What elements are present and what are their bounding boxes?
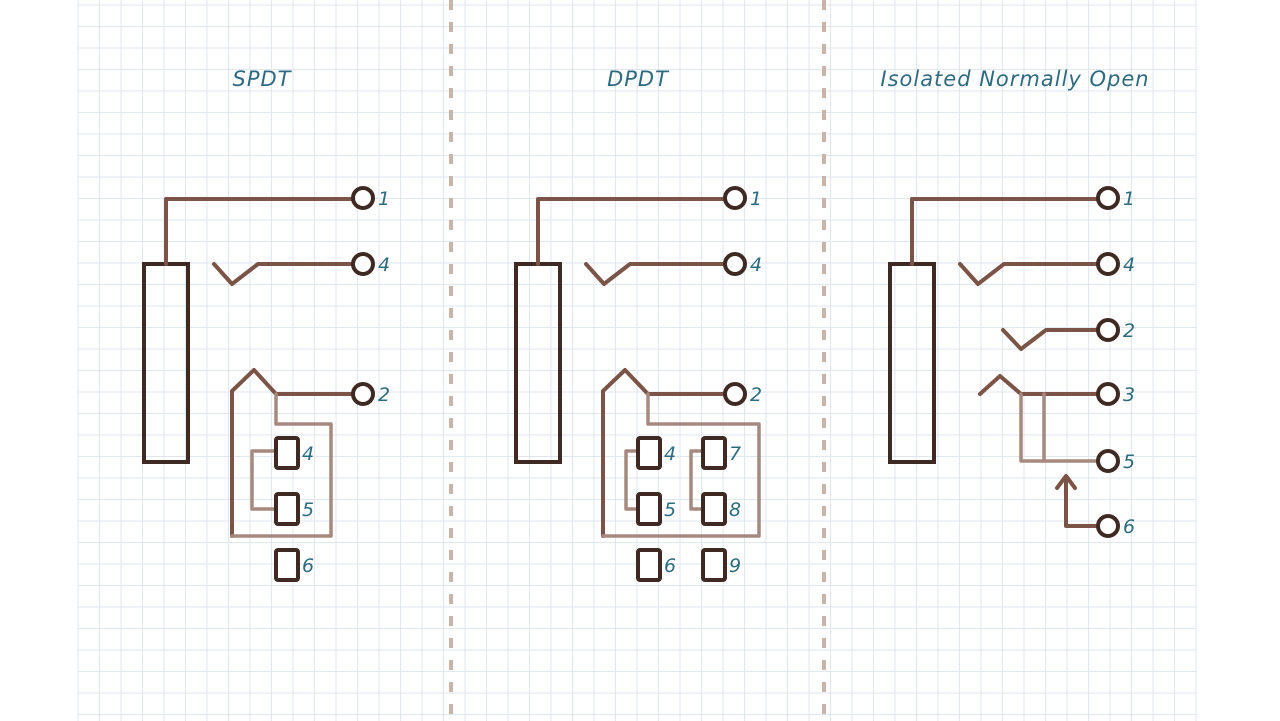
contact-arm-normally-closed [212,262,354,286]
pin-pad [274,492,300,526]
wire-junction-3-to-5 [1019,392,1099,463]
pin-label: 7 [729,443,741,465]
wire-coil-to-terminal-1 [164,197,354,266]
terminal-circle [723,186,747,210]
contact-arm-terminal-4 [958,262,1099,286]
pin-pad [636,436,662,470]
terminal-circle [1096,382,1120,406]
pin-label: 6 [664,555,676,577]
contact-arm-terminal-3 [978,374,1099,396]
pin-jumper-4-5 [624,449,640,511]
pin-jumper-7-8 [689,449,705,511]
panel-title: DPDT [607,67,670,91]
pin-label: 4 [302,443,314,465]
wire-common-to-terminal-2 [230,368,354,538]
terminal-label: 1 [1123,188,1135,210]
terminal-circle [351,382,375,406]
panel-dividers [449,0,826,721]
terminal-circle [723,252,747,276]
wire-common-to-terminal-2 [601,368,726,538]
panel-title: Isolated Normally Open [880,67,1149,91]
panel-isolated-normally-open: Isolated Normally Open 1 4 2 3 5 6 [880,67,1149,538]
terminal-circle [1096,449,1120,473]
terminal-circle [1096,252,1120,276]
terminal-label: 1 [378,188,390,210]
pin-pad [701,492,727,526]
terminal-label: 1 [750,188,762,210]
terminal-circle [351,186,375,210]
terminal-label: 2 [1123,320,1135,342]
terminal-circle [351,252,375,276]
wire-terminal-6-arrow [1064,476,1099,528]
pin-label: 5 [664,499,676,521]
terminal-label: 2 [750,384,762,406]
arrow-head-icon [1055,474,1077,490]
terminal-label: 4 [378,254,390,276]
wire-coil-to-terminal-1 [910,197,1099,266]
terminal-label: 6 [1123,516,1135,538]
pin-pad [701,548,727,582]
terminal-circle [1096,514,1120,538]
pin-pad [636,492,662,526]
pin-label: 5 [302,499,314,521]
panel-title: SPDT [233,67,293,91]
pin-label: 9 [729,555,741,577]
panel-spdt: SPDT 1 4 2 4 5 6 [142,67,390,582]
terminal-circle [723,382,747,406]
terminal-label: 4 [750,254,762,276]
pin-pad [274,548,300,582]
pin-label: 4 [664,443,676,465]
wire-coil-to-terminal-1 [536,197,726,266]
graph-paper-grid [77,0,1197,721]
pin-pad [636,548,662,582]
panel-dpdt: DPDT 1 4 2 4 5 6 7 8 9 [514,67,762,582]
terminal-label: 5 [1123,451,1135,473]
pin-label: 6 [302,555,314,577]
bridge-loop [230,392,333,538]
contact-arm-normally-closed [584,262,726,286]
terminal-circle [1096,186,1120,210]
pin-pad [274,436,300,470]
bridge-loop [601,392,761,538]
pin-pad [701,436,727,470]
terminal-circle [1096,318,1120,342]
terminal-label: 3 [1123,384,1135,406]
pin-label: 8 [729,499,741,521]
contact-arm-terminal-2 [1001,328,1099,351]
pin-jumper-4-5 [250,449,278,511]
terminal-label: 4 [1123,254,1135,276]
terminal-label: 2 [378,384,390,406]
